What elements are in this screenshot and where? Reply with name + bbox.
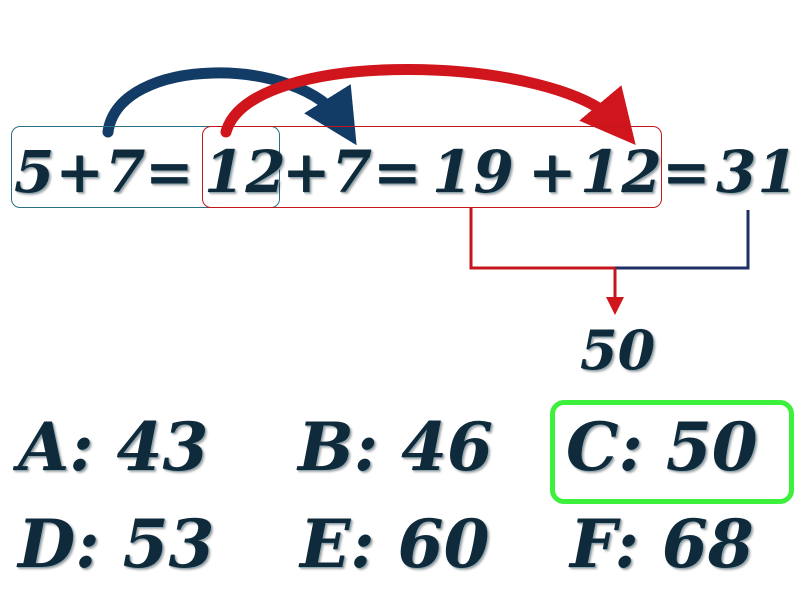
blue-curved-arrow [102, 67, 357, 146]
result-value: 50 [580, 318, 656, 382]
option-c[interactable]: C: 50 [566, 408, 758, 486]
option-b[interactable]: B: 46 [298, 408, 493, 486]
equation-term-12: 12 [204, 138, 287, 206]
equation-term-19: 19 [432, 138, 515, 206]
equation-equals-2: = [373, 138, 423, 206]
equation-term-plus-7: +7 [282, 138, 373, 206]
red-curved-arrow [220, 64, 636, 146]
equation-plus: + [528, 138, 578, 206]
option-d[interactable]: D: 53 [18, 505, 215, 583]
equation-equals-1: = [145, 138, 195, 206]
equation-term-12-second: 12 [580, 138, 663, 206]
sum-bracket-connector [469, 208, 750, 315]
equation-term-31: 31 [716, 138, 799, 206]
option-a[interactable]: A: 43 [18, 408, 209, 486]
first-group-box [11, 126, 280, 208]
equation-equals-3: = [662, 138, 712, 206]
second-group-box [202, 126, 662, 208]
correct-answer-highlight [550, 400, 794, 504]
option-f[interactable]: F: 68 [570, 505, 754, 583]
option-e[interactable]: E: 60 [300, 505, 490, 583]
equation-term-5-plus-7: 5+7 [14, 138, 147, 206]
